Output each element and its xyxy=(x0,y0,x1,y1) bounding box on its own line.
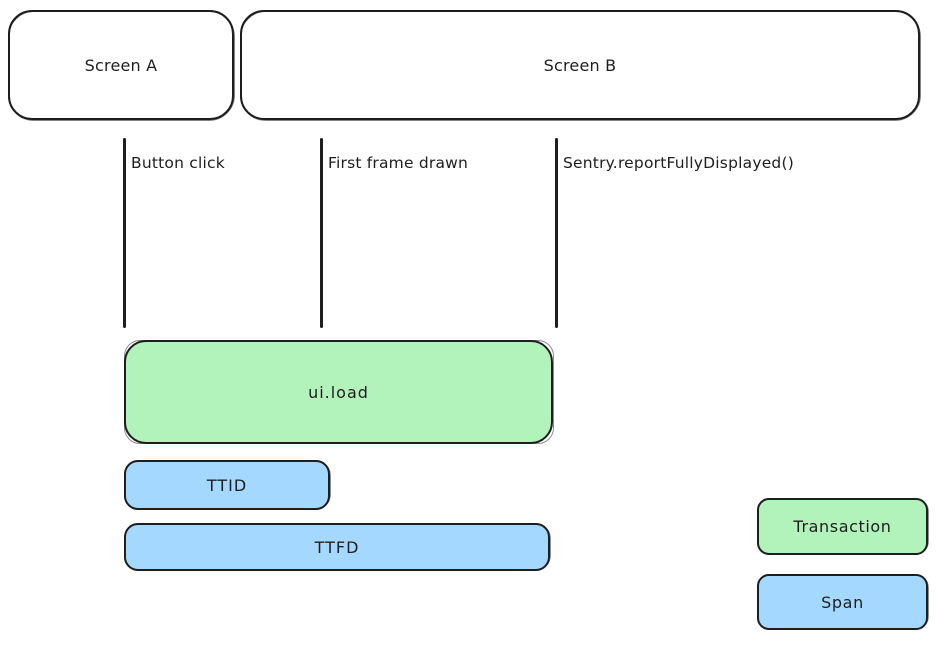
bar-ui-load[interactable]: ui.load xyxy=(124,340,554,444)
screen-box-a[interactable]: Screen A xyxy=(8,10,235,121)
legend-transaction-swatch[interactable]: Transaction xyxy=(757,498,929,555)
screen-a-label: Screen A xyxy=(84,55,158,75)
screen-box-b[interactable]: Screen B xyxy=(240,10,921,121)
marker-line-button-click xyxy=(123,138,126,328)
marker-label-first-frame-drawn: First frame drawn xyxy=(328,154,469,172)
marker-label-fully-displayed: Sentry.reportFullyDisplayed() xyxy=(563,154,794,172)
marker-label-button-click: Button click xyxy=(131,154,225,172)
legend-transaction-label: Transaction xyxy=(793,517,892,536)
bar-ttid-label: TTID xyxy=(206,475,248,495)
bar-ttid[interactable]: TTID xyxy=(124,460,331,510)
marker-line-fully-displayed xyxy=(555,138,558,328)
bar-ui-load-label: ui.load xyxy=(308,382,369,402)
legend-span-swatch[interactable]: Span xyxy=(757,574,929,630)
marker-line-first-frame-drawn xyxy=(320,138,323,328)
bar-ttfd[interactable]: TTFD xyxy=(124,523,551,571)
bar-ttfd-label: TTFD xyxy=(314,537,360,557)
legend-span-label: Span xyxy=(821,592,864,612)
screen-b-label: Screen B xyxy=(543,55,617,75)
